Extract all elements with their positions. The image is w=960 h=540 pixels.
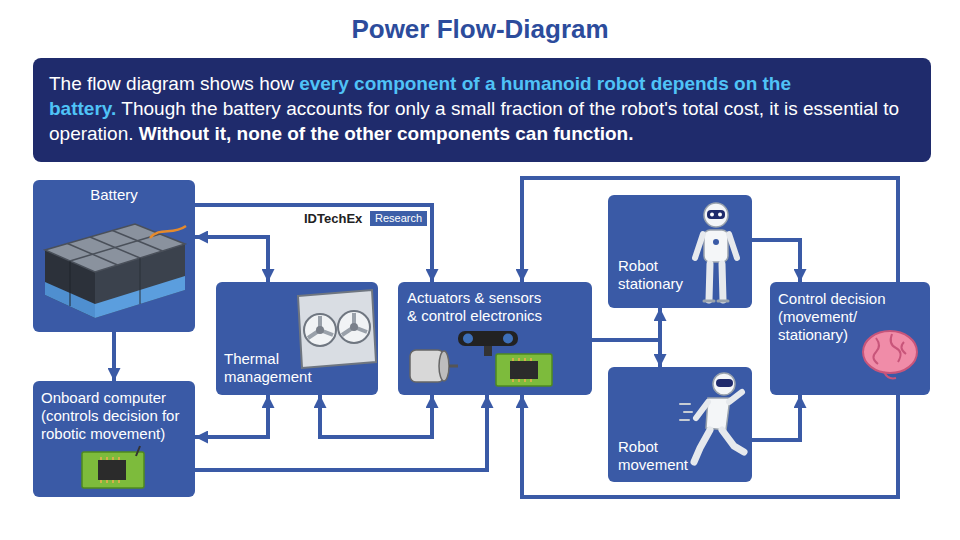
- motor-camera-board: [496, 354, 552, 386]
- watermark-tag: Research: [370, 211, 427, 226]
- running-robot: [680, 404, 692, 420]
- battery-pack: [68, 244, 118, 266]
- text-holder: Thermal management: [224, 350, 328, 386]
- motor-camera-board: [484, 346, 492, 356]
- box-label: Thermal management: [224, 350, 328, 386]
- text-holder: Actuators & sensors & control electronic…: [407, 289, 550, 325]
- computer-box: Onboard computer (controls decision for …: [33, 381, 195, 497]
- banner-text: Without it, none of the other components…: [139, 123, 634, 144]
- flow-arrow: [195, 237, 268, 282]
- actuator-box: Actuators & sensors & control electronic…: [398, 282, 592, 395]
- flow-arrow: [752, 240, 800, 282]
- brain-icon: [884, 372, 896, 378]
- standing-robot: [710, 213, 714, 217]
- battery-pack: [150, 226, 186, 238]
- text-holder: Onboard computer (controls decision for …: [41, 389, 193, 443]
- state-box: Robot stationary: [608, 195, 752, 308]
- running-robot: [680, 373, 744, 462]
- motor-camera-board: [510, 361, 538, 379]
- text-holder: The flow diagram shows howevery componen…: [49, 71, 915, 146]
- running-robot: [694, 430, 744, 462]
- standing-robot: [707, 210, 725, 219]
- summary-banner: The flow diagram shows howevery componen…: [33, 58, 931, 162]
- battery-pack: [45, 224, 186, 318]
- text-holder: Robot movement: [618, 438, 698, 474]
- computer-board: [136, 446, 140, 456]
- cooling-fans: [316, 326, 324, 334]
- motor-camera-board: [410, 331, 552, 386]
- thermal-box: Thermal management: [216, 282, 378, 395]
- standing-robot: [713, 239, 719, 245]
- motor-camera-board: [458, 331, 518, 346]
- battery-pack: [113, 231, 163, 252]
- running-robot: [696, 392, 742, 418]
- standing-robot: [695, 203, 737, 301]
- cooling-fans: [338, 311, 370, 343]
- computer-board: [82, 446, 144, 488]
- battery-pack: [45, 250, 95, 318]
- battery-box: Battery: [33, 180, 195, 332]
- flow-arrow: [195, 395, 487, 470]
- standing-robot: [704, 203, 728, 227]
- text-holder: Control decision (movement/ stationary): [778, 290, 903, 344]
- battery-pack: [90, 237, 140, 258]
- flow-arrow: [320, 395, 432, 437]
- box-label: Battery: [39, 186, 189, 204]
- computer-board: [82, 452, 144, 488]
- standing-robot: [709, 264, 723, 300]
- running-robot: [713, 373, 735, 395]
- text-holder: Battery: [39, 186, 189, 204]
- motor-camera-board: [503, 334, 513, 344]
- brain-icon: [863, 331, 917, 373]
- flow-arrow: [195, 205, 432, 282]
- motor-camera-board: [513, 358, 531, 382]
- motor-camera-board: [449, 365, 458, 368]
- brain-icon: [863, 331, 917, 378]
- battery-pack: [95, 244, 185, 318]
- box-label: Robot movement: [618, 438, 698, 474]
- battery-pack: [45, 224, 185, 272]
- standing-robot: [718, 213, 722, 217]
- flow-arrow: [195, 395, 268, 437]
- computer-board: [101, 457, 119, 483]
- cooling-fans: [298, 290, 376, 368]
- brain-icon: [873, 334, 906, 364]
- box-label: Robot stationary: [618, 257, 698, 293]
- flow-arrow: [752, 395, 800, 440]
- cooling-fans: [350, 323, 358, 331]
- battery-pack: [95, 276, 185, 318]
- watermark-logo: IDTechEx: [304, 211, 362, 226]
- computer-board: [98, 460, 126, 480]
- motor-camera-board: [463, 334, 473, 344]
- motor-camera-board: [439, 351, 449, 381]
- standing-robot: [704, 230, 728, 262]
- running-robot: [716, 379, 733, 387]
- battery-pack: [45, 282, 95, 318]
- flow-arrow: [592, 340, 660, 367]
- cooling-fans: [304, 314, 336, 346]
- running-robot: [706, 398, 730, 430]
- box-label: Actuators & sensors & control electronic…: [407, 289, 550, 325]
- decision-box: Control decision (movement/ stationary): [770, 282, 930, 395]
- state-box: Robot movement: [608, 367, 752, 482]
- battery-pack: [70, 234, 160, 261]
- motor-camera-board: [410, 350, 444, 382]
- box-label: Onboard computer (controls decision for …: [41, 389, 193, 443]
- standing-robot: [704, 300, 728, 303]
- battery-pack: [70, 261, 71, 306]
- cooling-fans: [298, 290, 376, 368]
- diagram-title: Power Flow-Diagram: [351, 13, 608, 45]
- box-label: Control decision (movement/ stationary): [778, 290, 903, 344]
- banner-text: The flow diagram shows how: [49, 73, 294, 94]
- standing-robot: [695, 234, 737, 258]
- cooling-fans: [308, 313, 367, 338]
- battery-pack: [140, 258, 141, 304]
- flow-arrow: [112, 332, 116, 381]
- flow-arrow: [592, 308, 660, 340]
- text-holder: Robot stationary: [618, 257, 698, 293]
